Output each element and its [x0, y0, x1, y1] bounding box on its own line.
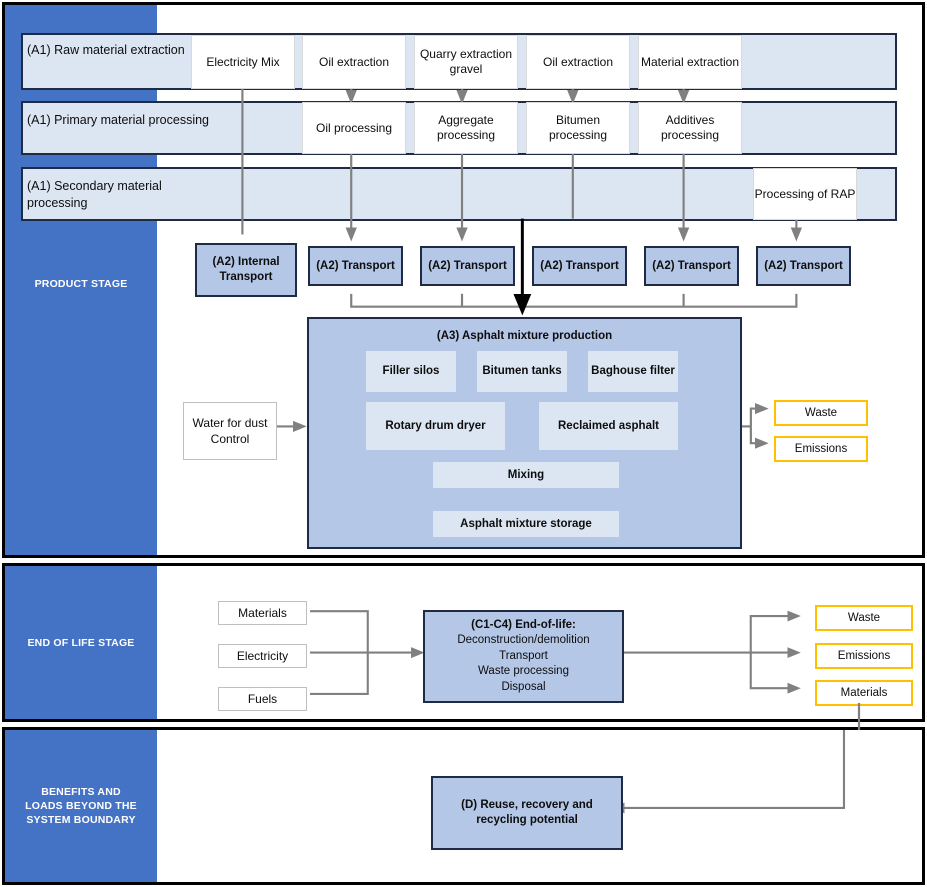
band-label-primary: (A1) Primary material processing	[27, 113, 209, 127]
band-label-raw: (A1) Raw material extraction	[27, 43, 185, 57]
unit-filler-silos[interactable]: Filler silos	[366, 351, 456, 392]
benefits-panel: BENEFITS AND LOADS BEYOND THE SYSTEM BOU…	[2, 727, 925, 885]
transport-box-3[interactable]: (A2) Transport	[532, 246, 627, 286]
product-stage-panel: PRODUCT STAGE (A1) Raw material extracti…	[2, 2, 925, 558]
unit-asphalt-mixture-storage[interactable]: Asphalt mixture storage	[433, 511, 619, 537]
transport-box-internal[interactable]: (A2) Internal Transport	[195, 243, 297, 297]
eol-process-line-4: Disposal	[501, 680, 546, 693]
transport-box-2[interactable]: (A2) Transport	[420, 246, 515, 286]
stage-label-end-of-life: END OF LIFE STAGE	[5, 566, 157, 719]
end-of-life-panel: END OF LIFE STAGE	[2, 563, 925, 722]
production-block-title: (A3) Asphalt mixture production	[436, 330, 613, 342]
band-label-secondary: (A1) Secondary material processing	[27, 179, 162, 210]
stage-label-benefits: BENEFITS AND LOADS BEYOND THE SYSTEM BOU…	[5, 730, 157, 882]
eol-input-materials[interactable]: Materials	[218, 601, 307, 625]
stage-label-product: PRODUCT STAGE	[5, 5, 157, 555]
primary-box-aggregate-processing[interactable]: Aggregate processing	[414, 102, 518, 154]
eol-process-line-3: Waste processing	[478, 665, 569, 678]
input-box-water-for-dust-control[interactable]: Water for dust Control	[183, 402, 277, 460]
primary-box-bitumen-processing[interactable]: Bitumen processing	[526, 102, 630, 154]
eol-output-waste[interactable]: Waste	[815, 605, 913, 631]
unit-baghouse-filter[interactable]: Baghouse filter	[588, 351, 678, 392]
output-box-emissions[interactable]: Emissions	[774, 436, 868, 462]
secondary-box-processing-of-rap[interactable]: Processing of RAP	[753, 168, 857, 220]
unit-rotary-drum-dryer[interactable]: Rotary drum dryer	[366, 402, 505, 450]
stage-label-end-of-life-text: END OF LIFE STAGE	[27, 636, 135, 649]
raw-box-oil-extraction-1[interactable]: Oil extraction	[302, 35, 406, 89]
eol-process-line-1: Deconstruction/demolition	[457, 634, 590, 647]
unit-reclaimed-asphalt[interactable]: Reclaimed asphalt	[539, 402, 678, 450]
transport-box-1[interactable]: (A2) Transport	[308, 246, 403, 286]
stage-label-product-text: PRODUCT STAGE	[34, 278, 128, 290]
eol-process-line-2: Transport	[499, 649, 548, 662]
transport-box-5[interactable]: (A2) Transport	[756, 246, 851, 286]
transport-box-4[interactable]: (A2) Transport	[644, 246, 739, 286]
band-secondary-material-processing	[21, 167, 897, 221]
raw-box-electricity-mix[interactable]: Electricity Mix	[191, 35, 295, 89]
primary-box-oil-processing[interactable]: Oil processing	[302, 102, 406, 154]
eol-input-fuels[interactable]: Fuels	[218, 687, 307, 711]
unit-mixing[interactable]: Mixing	[433, 462, 619, 488]
unit-bitumen-tanks[interactable]: Bitumen tanks	[477, 351, 567, 392]
eol-output-emissions[interactable]: Emissions	[815, 643, 913, 669]
eol-output-materials[interactable]: Materials	[815, 680, 913, 706]
eol-process-box[interactable]: (C1-C4) End-of-life: Deconstruction/demo…	[423, 610, 624, 703]
eol-input-electricity[interactable]: Electricity	[218, 644, 307, 668]
raw-box-material-extraction[interactable]: Material extraction	[638, 35, 742, 89]
eol-process-heading: (C1-C4) End-of-life:	[471, 618, 576, 631]
primary-box-additives-processing[interactable]: Additives processing	[638, 102, 742, 154]
raw-box-oil-extraction-2[interactable]: Oil extraction	[526, 35, 630, 89]
benefits-box-module-d[interactable]: (D) Reuse, recovery and recycling potent…	[431, 776, 623, 850]
output-box-waste[interactable]: Waste	[774, 400, 868, 426]
raw-box-quarry-extraction-gravel[interactable]: Quarry extraction gravel	[414, 35, 518, 89]
production-block-a3: (A3) Asphalt mixture production Filler s…	[307, 317, 742, 549]
stage-label-benefits-text: BENEFITS AND LOADS BEYOND THE SYSTEM BOU…	[25, 786, 137, 826]
